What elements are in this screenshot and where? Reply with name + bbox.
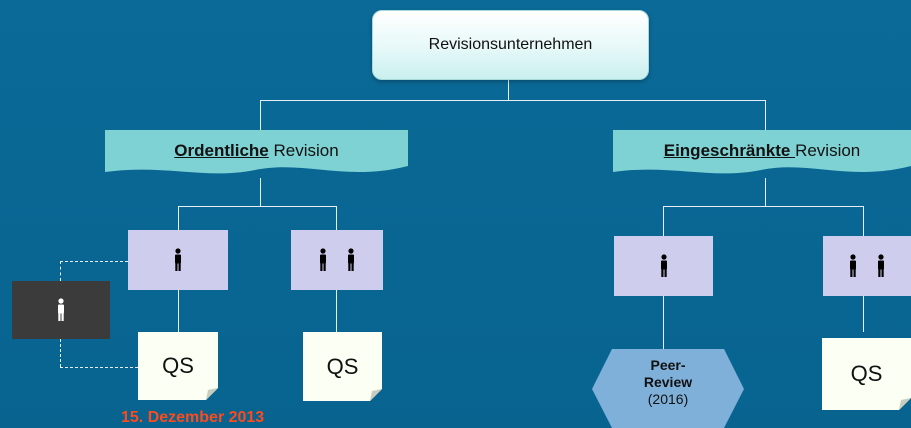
revisionsunternehmen-label: Revisionsunternehmen: [428, 36, 593, 53]
connector-right-a-to-peer: [663, 296, 664, 349]
person-icon: [320, 248, 326, 271]
connector-left-branch-vertical: [260, 178, 261, 206]
person-icon: [660, 254, 667, 277]
person-icon: [348, 248, 354, 271]
ordentliche-revision-label: Ordentliche Revision: [174, 141, 338, 161]
connector-right-b-to-qs: [863, 296, 864, 332]
revisionsunternehmen-node: Revisionsunternehmen: [372, 10, 649, 80]
person-box-left-single: [128, 230, 228, 290]
peer-line2: Review: [643, 374, 693, 390]
connector-top-vertical: [508, 78, 509, 100]
qs-note-middle: QS: [303, 332, 382, 401]
qs-label: QS: [326, 353, 359, 379]
peer-line1: Peer-: [650, 357, 686, 373]
dashed-link-left-upper: [60, 261, 61, 281]
external-person-box: [12, 281, 110, 339]
note-shape: [822, 338, 911, 410]
qs-label: QS: [850, 361, 883, 386]
ordentliche-bold: Ordentliche: [174, 141, 269, 160]
dashed-link-left-lower: [60, 339, 61, 367]
qs-note-right: QS: [822, 338, 911, 410]
peer-review-node: Peer- Review (2016): [592, 349, 744, 428]
note-shape: [303, 332, 382, 401]
connector-left-b: [336, 206, 337, 230]
note-shape: [138, 332, 218, 400]
connector-left-branch-horizontal: [178, 206, 336, 207]
peer-year: (2016): [647, 391, 689, 407]
person-box-right-single: [614, 236, 713, 296]
connector-left-drop: [260, 100, 261, 130]
person-box-left-pair: [291, 230, 383, 290]
hexagon-shape: [592, 349, 744, 428]
person-icon: [878, 254, 884, 277]
eingeschraenkte-revision-label: Eingeschränkte Revision: [664, 141, 861, 161]
connector-right-branch-horizontal: [663, 206, 863, 207]
person-icon: [58, 298, 64, 321]
dashed-link-upper: [60, 261, 128, 262]
person-box-right-pair: [823, 236, 911, 296]
connector-left-a-to-qs: [178, 290, 179, 332]
connector-left-b-to-qs: [336, 290, 337, 332]
connector-right-b: [863, 206, 864, 236]
qs-note-left: QS: [138, 332, 218, 400]
dashed-link-lower: [60, 367, 138, 368]
person-icon: [175, 248, 181, 271]
banner-shape: [613, 130, 911, 174]
peer-review-label: Peer- Review (2016): [592, 357, 744, 408]
connector-right-drop: [765, 100, 766, 130]
eingeschraenkte-bold: Eingeschränkte: [663, 141, 796, 160]
date-label: 15. Dezember 2013: [121, 409, 265, 426]
person-icon: [850, 254, 856, 277]
connector-right-a: [663, 206, 664, 236]
eingeschraenkte-rest: Revision: [795, 141, 861, 160]
eingeschraenkte-revision-banner: Eingeschränkte Revision: [613, 130, 911, 178]
connector-right-branch-vertical: [765, 178, 766, 206]
connector-top-horizontal: [260, 100, 765, 101]
connector-left-a: [178, 206, 179, 230]
ordentliche-revision-banner: Ordentliche Revision: [105, 130, 408, 178]
qs-label: QS: [162, 353, 194, 378]
banner-shape: [105, 130, 408, 174]
ordentliche-rest: Revision: [268, 141, 339, 160]
